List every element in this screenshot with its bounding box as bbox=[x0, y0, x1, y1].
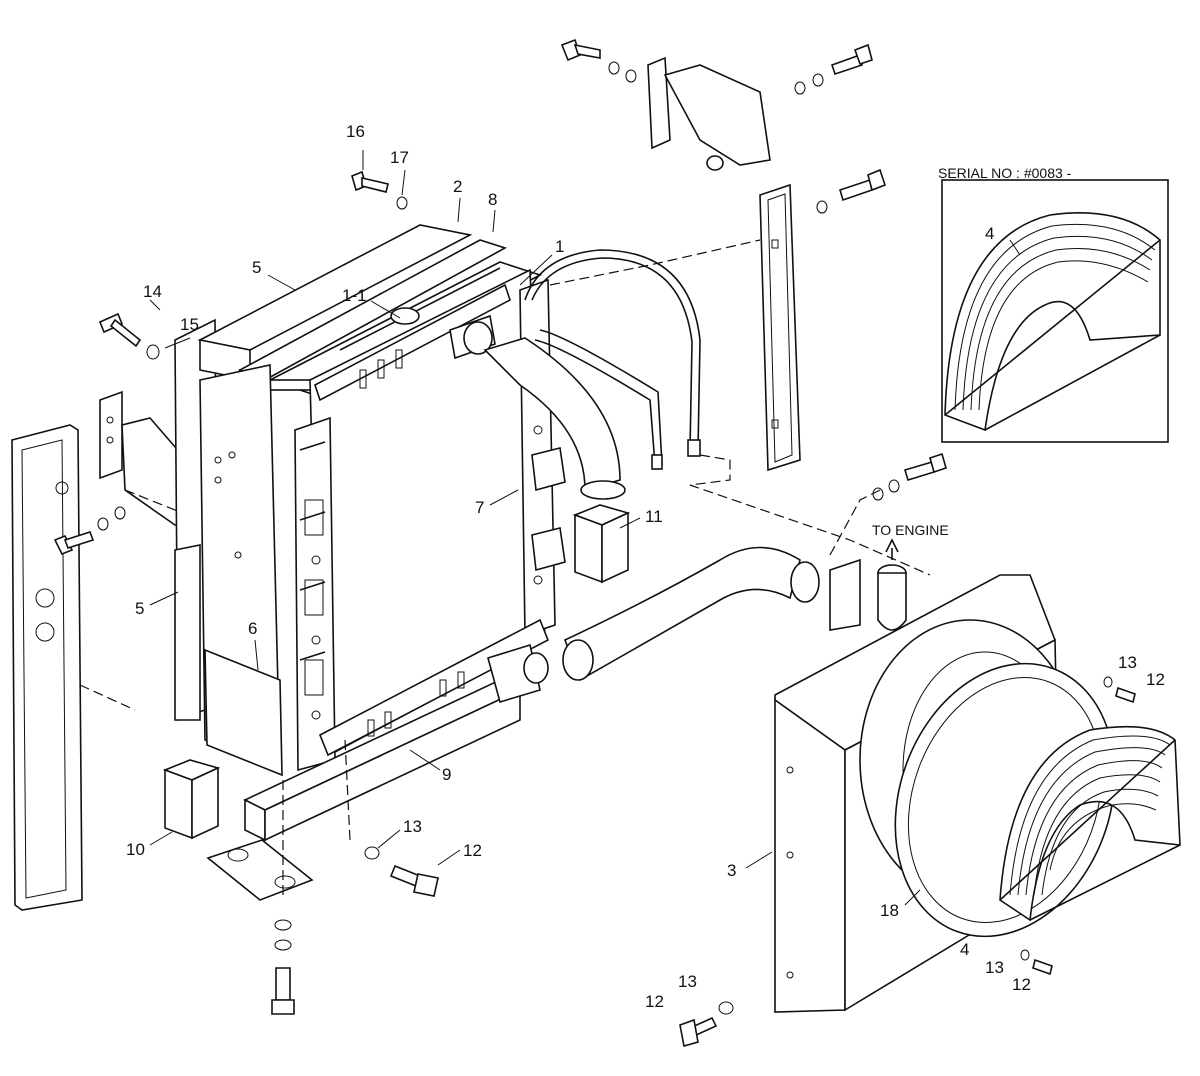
callout-4-inset: 4 bbox=[985, 224, 994, 243]
radiator-core bbox=[267, 261, 566, 772]
left-bolt bbox=[53, 506, 126, 556]
upper-hose bbox=[449, 314, 626, 500]
callout-15: 15 bbox=[180, 315, 199, 334]
callout-11: 11 bbox=[645, 507, 663, 526]
callout-2: 2 bbox=[453, 177, 462, 196]
callout-14: 14 bbox=[143, 282, 162, 301]
fan-guard bbox=[999, 725, 1181, 922]
callout-16: 16 bbox=[346, 122, 365, 141]
callout-12-mid: 12 bbox=[463, 841, 482, 860]
mount-plate bbox=[206, 780, 314, 1015]
callout-6: 6 bbox=[248, 619, 257, 638]
callout-7: 7 bbox=[475, 498, 484, 517]
callout-13-bottom: 13 bbox=[678, 972, 697, 991]
serial-inset bbox=[941, 179, 1169, 443]
callout-10: 10 bbox=[126, 840, 145, 859]
callout-5-side: 5 bbox=[135, 599, 144, 618]
callout-8: 8 bbox=[488, 190, 497, 209]
wing-bolt bbox=[98, 312, 160, 360]
callout-1: 1 bbox=[555, 237, 564, 256]
callout-13-right: 13 bbox=[1118, 653, 1137, 672]
callout-12-fanguard: 12 bbox=[1012, 975, 1031, 994]
callout-3: 3 bbox=[727, 861, 736, 880]
callout-4: 4 bbox=[960, 940, 969, 959]
callout-5-top: 5 bbox=[252, 258, 261, 277]
callout-17: 17 bbox=[390, 148, 409, 167]
callout-13-fanguard: 13 bbox=[985, 958, 1004, 977]
bottom-bolt-mid bbox=[344, 739, 439, 897]
callout-1-1: 1-1 bbox=[342, 286, 367, 305]
callout-18: 18 bbox=[880, 901, 899, 920]
lower-hose bbox=[487, 538, 907, 704]
left-seal-strip bbox=[11, 424, 136, 911]
to-engine-label: TO ENGINE bbox=[872, 522, 949, 538]
callout-13-mid: 13 bbox=[403, 817, 422, 836]
callout-12-right: 12 bbox=[1146, 670, 1165, 689]
callout-9: 9 bbox=[442, 765, 451, 784]
serial-number-label: SERIAL NO : #0083 - bbox=[938, 165, 1072, 181]
callout-12-bottom: 12 bbox=[645, 992, 664, 1011]
top-bracket bbox=[560, 38, 873, 171]
